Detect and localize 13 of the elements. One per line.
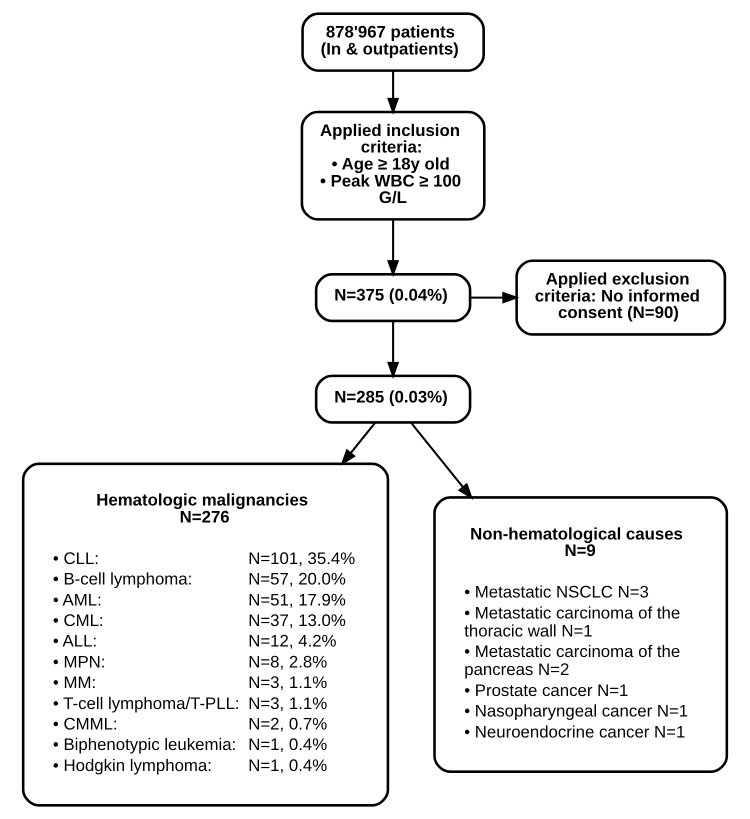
arrow xyxy=(387,70,400,115)
arrow xyxy=(340,422,376,466)
arrow xyxy=(387,220,400,278)
arrow xyxy=(410,422,474,500)
node-box: N=285 (0.03%) xyxy=(314,374,472,424)
node-box: 878'967 patients (In & outpatients) xyxy=(301,12,485,72)
node-box: Non-hematological causes N=9 • Metastatic NSCLC N=3 • Metastatic carcinoma of the thoracic wall N=1 • Metastatic carcinoma of the pancreas N=2 • Prostate cancer N=1 • Nasopharyngeal cancer N=1 • Neuroendocrine cancer N=1 xyxy=(433,496,728,773)
node-box: Applied exclusion criteria: No informed consent (N=90) xyxy=(515,259,726,336)
arrow xyxy=(470,292,520,304)
node-box: Hematologic malignancies N=276 • CLL: N=101, 35.4% • B-cell lymphoma: N=57, 20.0% • AML: N=51, 17.9% • CML: N=37, 13.0% • ALL: N=12, 4.2% • MPN: N=8, 2.8% • MM: N=3, 1.1% • T-cell lymphoma/T-PLL: N=3, 1.1% • CMML: N=2, 0.7% • Biphenotypic leukemia: N=1, 0.4% • Hodgkin lymphoma: N=1, 0.4% xyxy=(22,462,390,807)
arrow xyxy=(387,321,400,379)
node-box: N=375 (0.04%) xyxy=(314,273,472,322)
node-box: Applied inclusion criteria: • Age ≥ 18y old • Peak WBC ≥ 100 G/L xyxy=(300,110,486,221)
